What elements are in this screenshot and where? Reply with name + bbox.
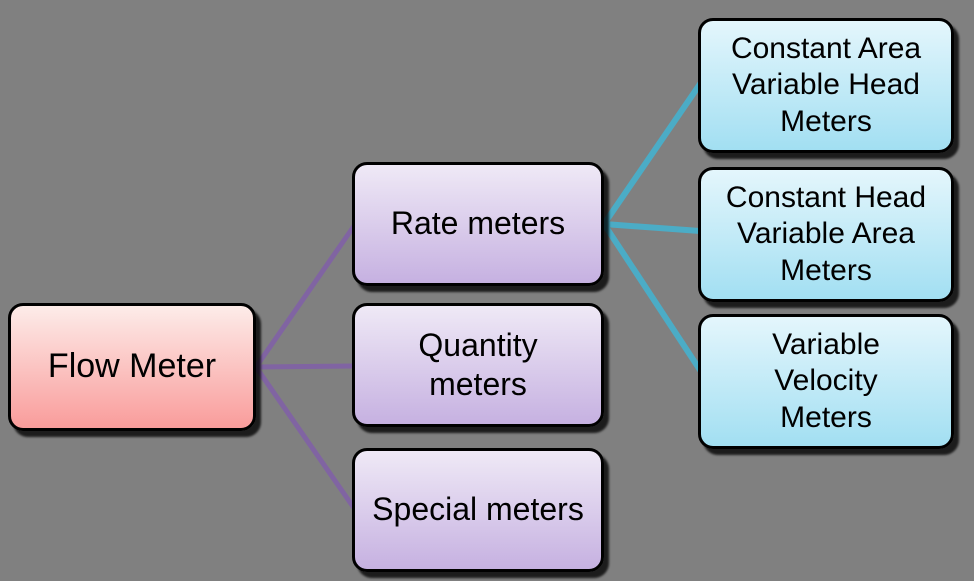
- node-rate-meters: Rate meters: [352, 162, 604, 286]
- node-special-meters: Special meters: [352, 448, 604, 572]
- node-special-meters-label: Special meters: [372, 491, 584, 528]
- connector-root-to-rate-meters: [253, 223, 357, 370]
- node-constant-area-variable-head-meters: Constant Area Variable Head Meters: [698, 18, 954, 153]
- node-quantity-meters: Quantity meters: [352, 303, 604, 427]
- connector-root-to-special-meters: [253, 364, 357, 511]
- node-variable-velocity-meters: Variable Velocity Meters: [698, 314, 954, 449]
- node-flow-meter: Flow Meter: [8, 303, 256, 431]
- connector-rate-to-constant-head: [601, 221, 703, 234]
- node-rate-meters-label: Rate meters: [390, 205, 566, 242]
- connector-root-to-quantity-meters: [253, 363, 357, 370]
- node-variable-velocity-meters-label: Variable Velocity Meters: [772, 327, 880, 434]
- node-constant-area-variable-head-meters-label: Constant Area Variable Head Meters: [730, 31, 922, 138]
- node-constant-head-variable-area-meters-label: Constant Head Variable Area Meters: [725, 180, 927, 287]
- connector-rate-to-constant-area: [601, 81, 703, 227]
- connector-rate-to-variable-velocity: [601, 221, 703, 373]
- node-constant-head-variable-area-meters: Constant Head Variable Area Meters: [698, 167, 954, 302]
- node-flow-meter-label: Flow Meter: [47, 347, 217, 386]
- node-quantity-meters-label: Quantity meters: [418, 326, 538, 402]
